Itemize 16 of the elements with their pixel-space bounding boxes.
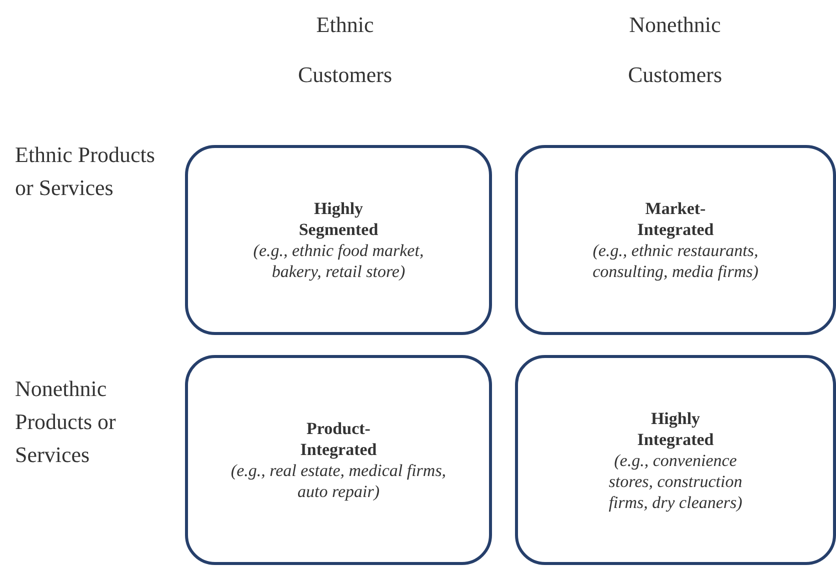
quadrant-box xyxy=(515,145,836,335)
quadrant-title: Product-Integrated xyxy=(299,418,378,460)
example-text: (e.g., real estate, medical firms, auto repair) xyxy=(230,460,448,502)
quadrant-box xyxy=(515,355,836,565)
quadrant-title: Market-Integrated xyxy=(636,198,715,240)
column-header: Nonethnic Customers xyxy=(626,11,724,89)
column-header: Ethnic Customers xyxy=(296,11,394,89)
row-header: Ethnic Products or Services xyxy=(15,141,156,202)
row-header: Nonethnic Products or Services xyxy=(15,375,117,469)
example-text: (e.g., ethnic food market, bakery, retail store) xyxy=(252,240,425,282)
example-text: (e.g., convenience stores, construction firms, dry cleaners) xyxy=(608,450,744,512)
quadrant-box xyxy=(185,355,492,565)
quadrant-title: Highly Integrated xyxy=(636,408,715,450)
quadrant-title: Highly Segmented xyxy=(298,198,380,240)
quadrant-box xyxy=(185,145,492,335)
example-text: (e.g., ethnic restaurants, consulting, media firms) xyxy=(592,240,760,282)
